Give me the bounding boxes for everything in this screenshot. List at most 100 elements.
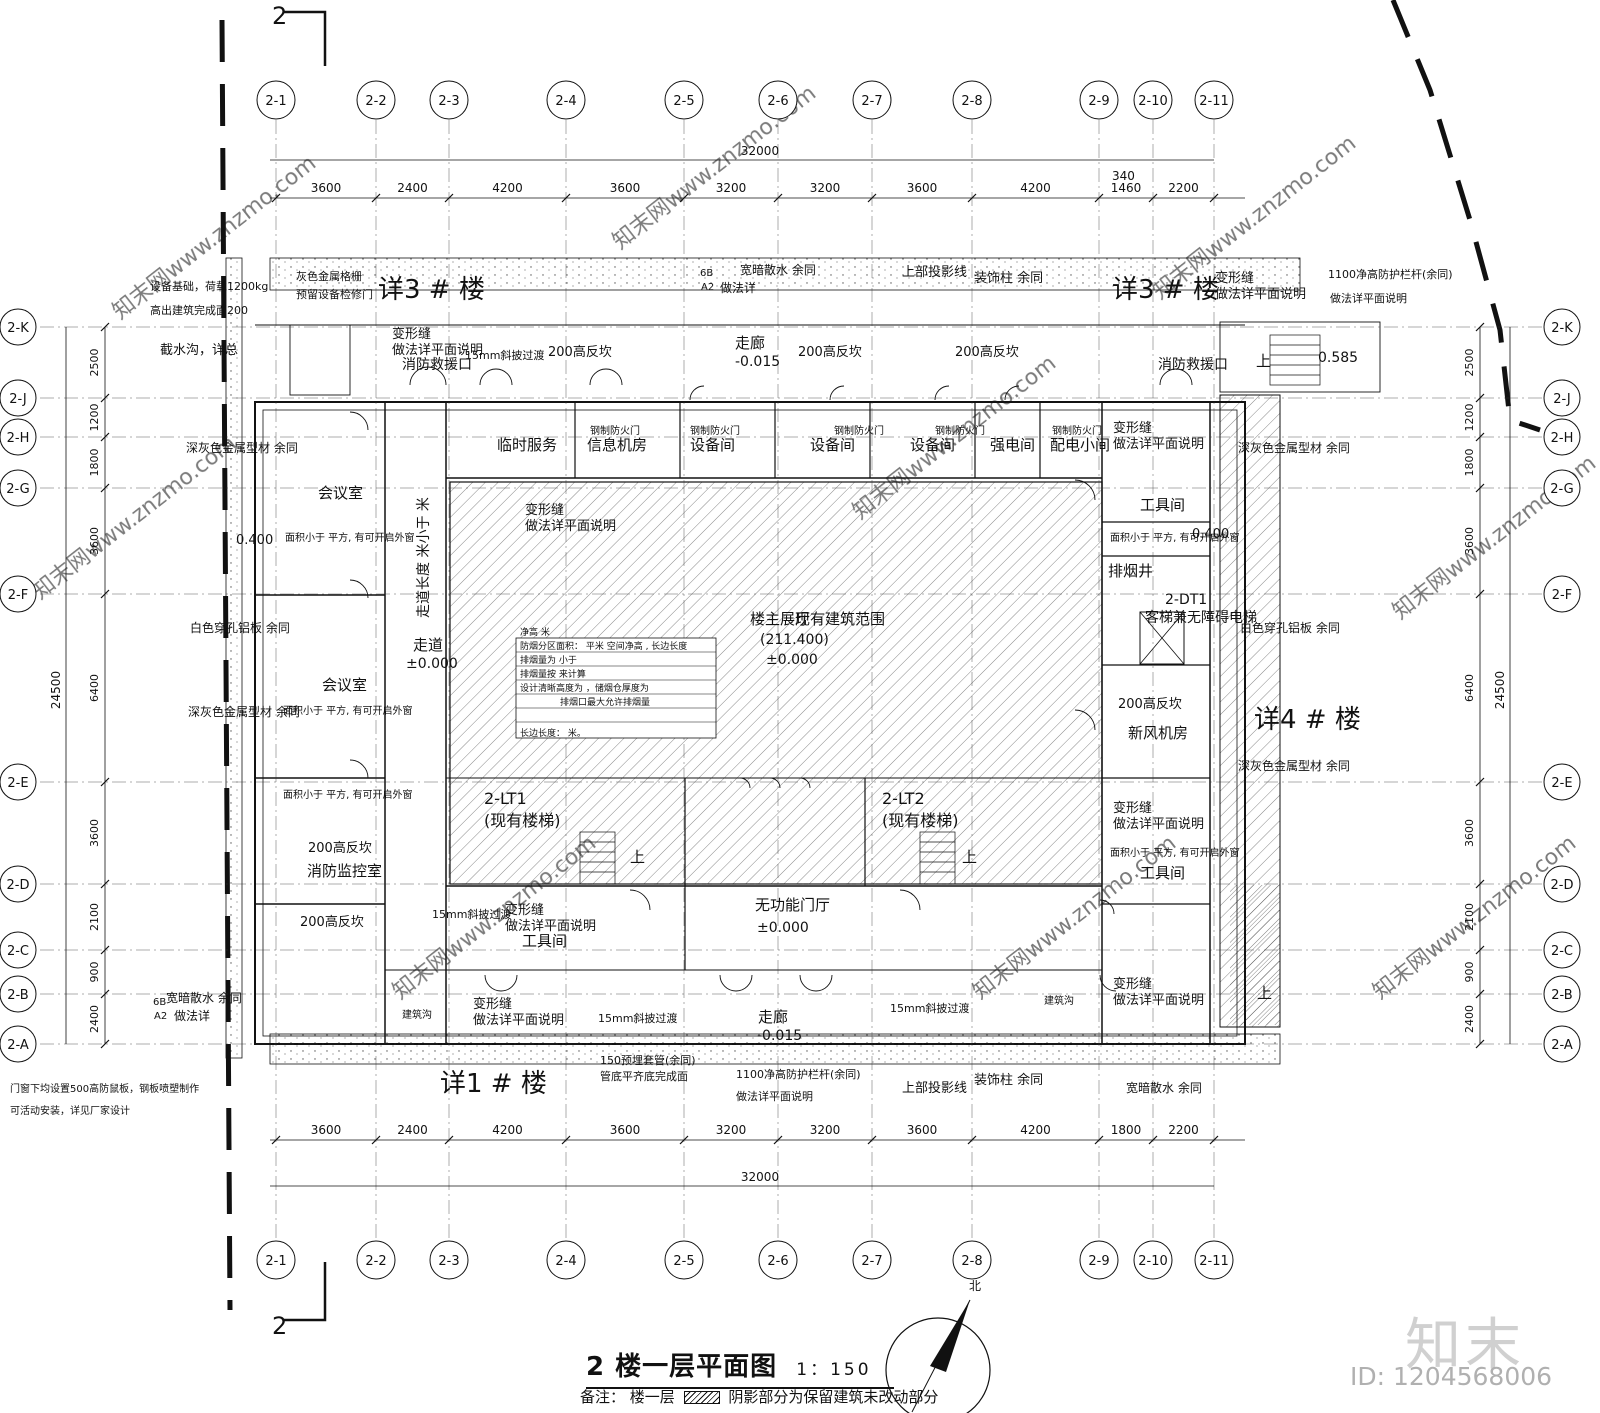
axis-label: 2-B — [7, 988, 28, 1003]
grille: 灰色金属格栅 — [296, 269, 362, 283]
axis-bubble — [1543, 931, 1581, 969]
white-panel-2: 白色穿孔铝板 余同 — [1240, 620, 1340, 635]
joint-6: 变形缝 — [473, 996, 512, 1012]
window-note-5: 面积小于 平方, 有可开启外窗 — [1110, 846, 1240, 859]
dim-value-v: 2100 — [1463, 903, 1476, 931]
dim-tick — [1209, 193, 1219, 203]
dim-total-v: 24500 — [1493, 671, 1507, 709]
drawing-title: 2 楼一层平面图 — [586, 1352, 778, 1382]
room-meeting-b: 会议室 — [322, 676, 367, 694]
level-0400-1: 0.400 — [236, 533, 273, 548]
dim-value-v: 3600 — [88, 819, 101, 847]
dim-tick — [100, 1039, 110, 1049]
dim-tick — [679, 193, 689, 203]
dim-tick — [100, 393, 110, 403]
dim-total: 32000 — [741, 144, 779, 158]
exhibit-level-a: (211.400) — [760, 632, 829, 648]
dim-value: 3200 — [716, 1123, 747, 1137]
joint-2: 变形缝 — [525, 502, 564, 518]
curb-4: 200高反坎 — [1118, 696, 1182, 712]
joint-ref-7: 做法详平面说明 — [1113, 993, 1204, 1008]
axis-bubble — [1543, 308, 1581, 346]
dim-extra: 340 — [1112, 169, 1135, 183]
rail-2: 1100净高防护栏杆(余同) — [736, 1067, 861, 1081]
bldg3-left: 详3 # 楼 — [378, 275, 485, 305]
joint-ref-3: 做法详平面说明 — [1113, 437, 1204, 452]
axis-label: 2-G — [1550, 482, 1574, 497]
axis-label: 2-3 — [438, 94, 459, 109]
axis-bubble — [1543, 1025, 1581, 1063]
rail-b-2: 做法详平面说明 — [736, 1089, 813, 1103]
dim-tick — [371, 193, 381, 203]
smoke-row-6: 长边长度： 米。 — [520, 727, 586, 739]
axis-label: 2-F — [8, 588, 28, 603]
room-temp-service: 临时服务 — [497, 436, 557, 454]
room-meeting-a: 会议室 — [318, 484, 363, 502]
dim-value-v: 3600 — [1463, 819, 1476, 847]
dim-tick — [1475, 432, 1485, 442]
axis-label: 2-7 — [861, 94, 882, 109]
room-hall: 无功能门厅 — [755, 896, 830, 914]
dim-value-v: 6400 — [1463, 674, 1476, 702]
stair2-code: 2-LT2 — [882, 789, 925, 808]
axis-bubble — [256, 80, 296, 120]
exhibit-level-b: ±0.000 — [766, 652, 818, 668]
axis-bubble — [1543, 575, 1581, 613]
joint-4: 变形缝 — [1113, 800, 1152, 816]
dim-tick — [1475, 393, 1485, 403]
axis-label: 2-C — [1551, 944, 1573, 959]
proj-line-2: 上部投影线 — [902, 1080, 967, 1096]
drain-1: 宽暗散水 余同 — [740, 262, 816, 277]
axis-bubble — [1543, 418, 1581, 456]
up-3: 上 — [1256, 352, 1271, 370]
detail-a2-2: A2 — [154, 1011, 167, 1022]
slope-3: 15mm斜披过渡 — [598, 1011, 677, 1025]
axis-label: 2-D — [1551, 878, 1574, 893]
axis-bubble — [0, 308, 37, 346]
level-0585: 0.585 — [1318, 350, 1358, 366]
room-info: 信息机房 — [587, 436, 647, 454]
dim-value: 1800 — [1111, 1123, 1142, 1137]
dim-tick — [1475, 1039, 1485, 1049]
axis-label: 2-6 — [767, 94, 788, 109]
drain-2: 宽暗散水 余同 — [166, 990, 242, 1005]
up-2: 上 — [962, 848, 977, 866]
fire-door-3: 钢制防火门 — [834, 424, 884, 437]
axis-bubble — [1543, 763, 1581, 801]
curb-2: 200高反坎 — [798, 344, 862, 360]
dim-tick — [100, 483, 110, 493]
axis-bubble — [356, 1240, 396, 1280]
dim-value: 3600 — [311, 181, 342, 195]
axis-label: 2-4 — [555, 1254, 576, 1269]
axis-bubble — [0, 1025, 37, 1063]
window-note-1: 面积小于 平方, 有可开启外窗 — [285, 531, 415, 544]
dim-tick — [967, 193, 977, 203]
dim-value: 3600 — [610, 181, 641, 195]
room-labels: 会议室 会议室 消防监控室 临时服务 信息机房 设备间 设备间 设备间 强电间 … — [307, 334, 1257, 1044]
brand-id: ID: 1204568006 — [1350, 1362, 1553, 1391]
dim-value-v: 3600 — [88, 527, 101, 555]
axis-bubble — [356, 80, 396, 120]
aisle: 走道 — [413, 636, 443, 654]
axis-bubble — [0, 575, 37, 613]
axis-label: 2-10 — [1138, 1254, 1168, 1269]
dim-value: 3600 — [907, 1123, 938, 1137]
smoke-row-1: 防烟分区面积： 平米 空间净高 , 长边长度 — [520, 640, 687, 652]
axis-label: 2-K — [7, 321, 29, 336]
axis-label: 2-4 — [555, 94, 576, 109]
dim-value-v: 2400 — [1463, 1005, 1476, 1033]
axis-label: 2-1 — [265, 1254, 286, 1269]
axis-label: 2-11 — [1199, 94, 1229, 109]
dim-value: 3600 — [907, 181, 938, 195]
joint-7: 变形缝 — [1113, 976, 1152, 992]
room-elevator: 客梯兼无障碍电梯 — [1145, 609, 1257, 626]
axis-label: 2-2 — [365, 94, 386, 109]
up-4: 上 — [1257, 984, 1272, 1002]
room-elec: 强电间 — [990, 436, 1035, 454]
axis-bubble — [256, 1240, 296, 1280]
axis-label: 2-A — [7, 1038, 29, 1053]
detail-6b-2: 6B — [153, 997, 166, 1008]
slope-2: 15mm斜披过渡 — [432, 907, 511, 921]
dim-tick — [773, 193, 783, 203]
dim-value-v: 1800 — [1463, 449, 1476, 477]
